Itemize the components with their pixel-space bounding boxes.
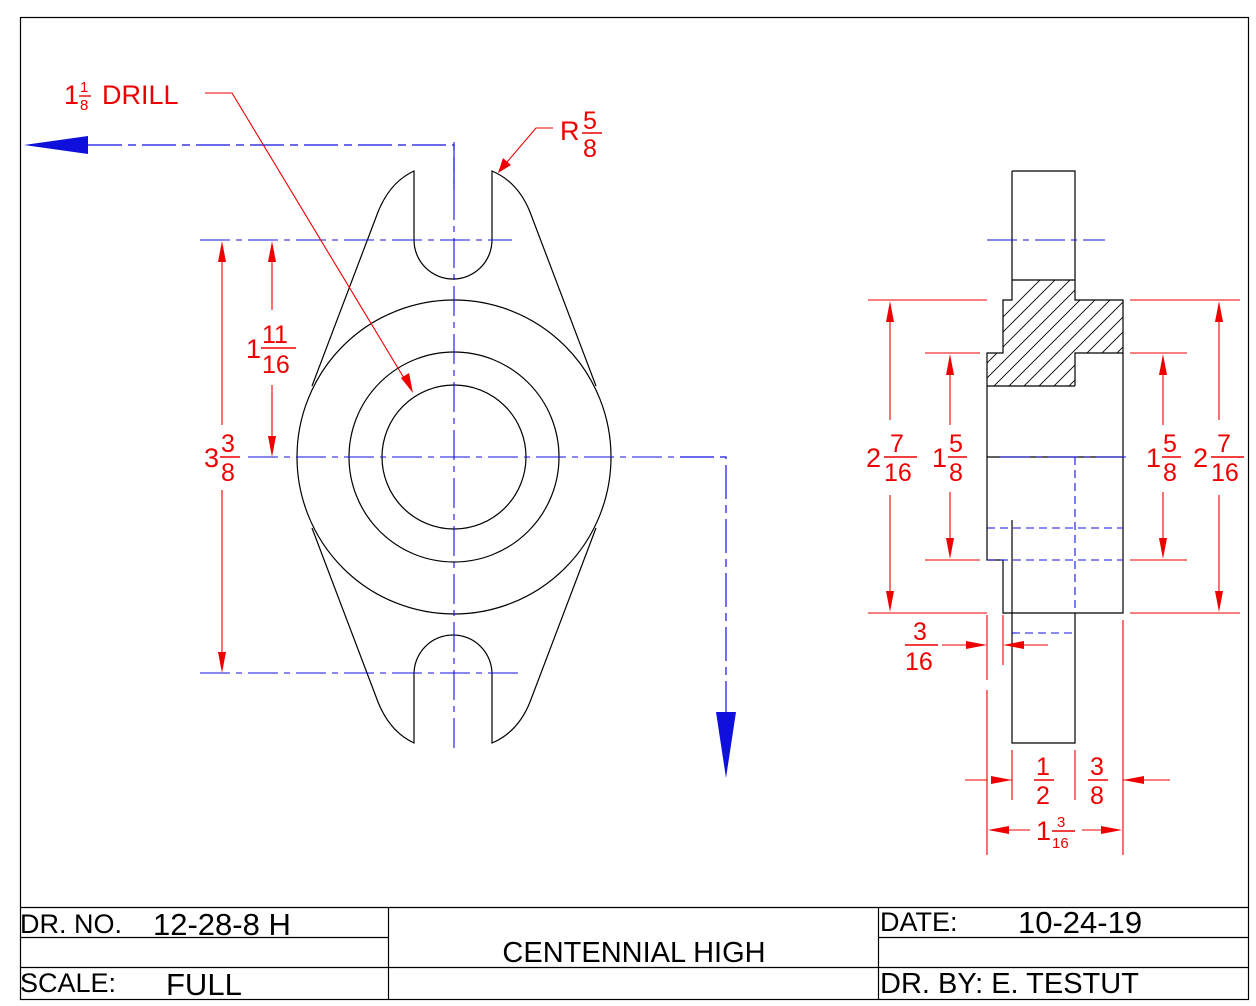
svg-text:7: 7 (1217, 430, 1231, 458)
dim-3-8: 3 8 (1088, 753, 1108, 810)
svg-text:5: 5 (1163, 430, 1177, 458)
scale-value: FULL (166, 967, 242, 1002)
dim-1-3-16: 1 3 16 (1036, 814, 1075, 852)
svg-text:5: 5 (949, 430, 963, 458)
dim-right-2-7-16: 2 7 16 (1193, 430, 1244, 487)
dim-1-11-16: 1 11 16 (246, 321, 296, 379)
drawn-by: DR. BY: E. TESTUT (880, 968, 1139, 1000)
svg-text:3: 3 (204, 443, 219, 473)
top-lug-outline (311, 170, 597, 387)
sheet-border (19, 16, 1250, 1001)
dim-3-16: 3 16 (905, 618, 938, 676)
svg-text:8: 8 (221, 459, 235, 487)
cutting-plane-arrow-left (24, 136, 88, 154)
svg-text:1: 1 (64, 80, 79, 110)
svg-text:16: 16 (1052, 835, 1069, 852)
scale-label: SCALE: (20, 968, 116, 998)
dimension-geometry (205, 92, 1240, 855)
radius-callout: R 5 8 (560, 107, 602, 163)
school-name: CENTENNIAL HIGH (502, 937, 765, 969)
svg-text:1: 1 (932, 443, 947, 473)
svg-text:3: 3 (1057, 814, 1065, 831)
svg-text:2: 2 (1193, 443, 1208, 473)
dim-right-1-5-8: 1 5 8 (1146, 430, 1181, 487)
svg-text:8: 8 (1163, 459, 1177, 487)
bottom-lug-outline (311, 527, 597, 744)
svg-text:16: 16 (1211, 459, 1239, 487)
date-label: DATE: (880, 907, 958, 937)
svg-text:11: 11 (262, 321, 288, 349)
dim-left-2-7-16: 2 7 16 (866, 430, 917, 487)
svg-text:1: 1 (80, 79, 88, 96)
svg-text:3: 3 (913, 618, 927, 646)
section-hatching (987, 280, 1123, 386)
svg-text:8: 8 (583, 135, 597, 163)
svg-text:1: 1 (1146, 443, 1161, 473)
svg-text:16: 16 (905, 648, 933, 676)
svg-text:1: 1 (1036, 753, 1050, 781)
section-view (986, 170, 1130, 744)
svg-text:2: 2 (866, 443, 881, 473)
svg-text:3: 3 (1090, 753, 1104, 781)
dim-1-2: 1 2 (1034, 753, 1054, 810)
svg-text:1: 1 (246, 334, 261, 364)
dim-3-3-8: 3 3 8 (204, 430, 240, 487)
dr-no-label: DR. NO. (20, 909, 122, 939)
svg-text:7: 7 (890, 430, 904, 458)
cutting-plane-line (24, 136, 736, 778)
dr-no-value: 12-28-8 H (153, 907, 291, 942)
svg-text:8: 8 (1090, 782, 1104, 810)
svg-text:16: 16 (884, 459, 912, 487)
svg-text:R: R (560, 116, 580, 146)
svg-text:1: 1 (1036, 816, 1051, 846)
svg-text:16: 16 (262, 351, 290, 379)
title-block: DR. NO. 12-28-8 H SCALE: FULL CENTENNIAL… (20, 905, 1248, 1002)
svg-text:2: 2 (1036, 782, 1050, 810)
cutting-plane-arrow-down (716, 712, 736, 778)
svg-text:8: 8 (949, 459, 963, 487)
svg-text:5: 5 (583, 107, 597, 135)
svg-text:DRILL: DRILL (102, 80, 179, 110)
svg-text:3: 3 (221, 430, 235, 458)
date-value: 10-24-19 (1018, 905, 1142, 940)
drill-callout: 1 1 8 DRILL (64, 79, 179, 114)
dim-left-1-5-8: 1 5 8 (932, 430, 967, 487)
front-view (200, 142, 680, 752)
svg-text:8: 8 (80, 97, 88, 114)
